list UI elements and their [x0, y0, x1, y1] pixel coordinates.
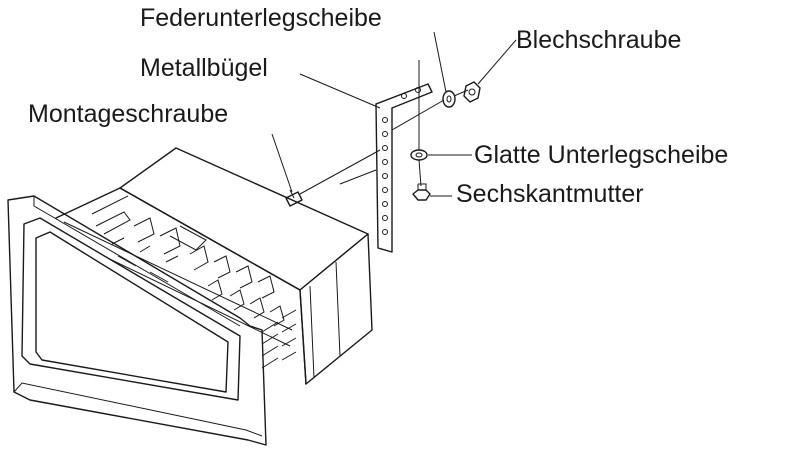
hex-nut [412, 183, 431, 201]
mounting-screw [285, 189, 303, 207]
label-metallbuegel: Metallbügel [140, 54, 268, 82]
label-blechschraube: Blechschraube [516, 26, 682, 54]
label-montageschraube: Montageschraube [28, 100, 229, 128]
label-glatte-unterlegscheibe: Glatte Unterlegscheibe [474, 141, 729, 169]
flat-washer [410, 149, 428, 161]
sleeve-tabs [91, 195, 297, 369]
front-opening [21, 217, 241, 401]
metal-bracket [375, 83, 433, 253]
leader-lines [271, 31, 517, 197]
spring-washer [442, 90, 456, 108]
label-sechskantmutter: Sechskantmutter [456, 180, 644, 208]
sheet-metal-screw [463, 81, 481, 103]
label-federunterlegscheibe: Federunterlegscheibe [140, 4, 382, 32]
